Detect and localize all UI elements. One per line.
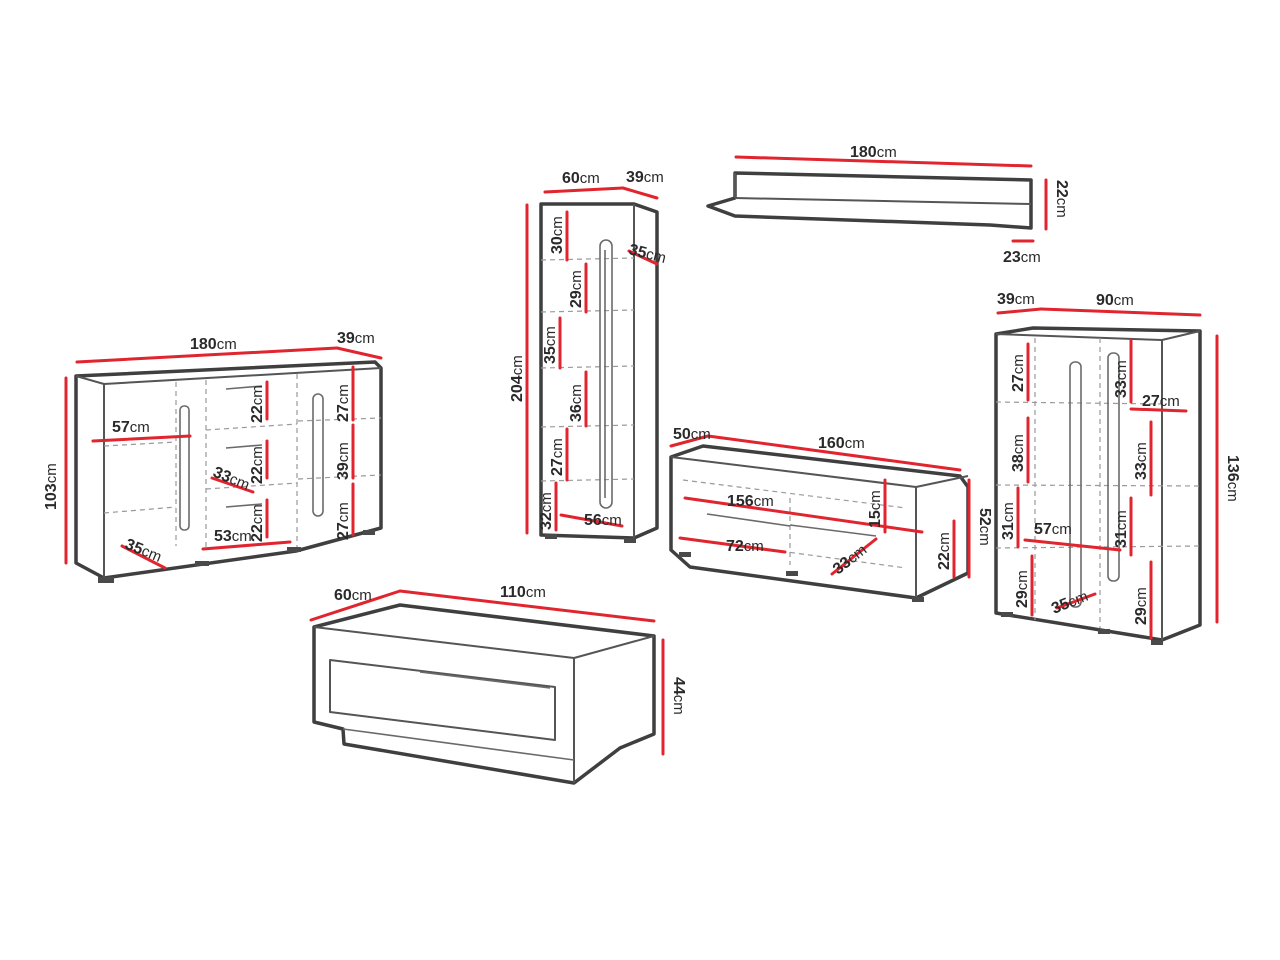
tv-unit-drawer-width-label: 72cm xyxy=(726,538,764,555)
tv-unit-inner-width-label: 156cm xyxy=(727,493,774,510)
tall-cabinet-inner-width-label: 56cm xyxy=(584,512,622,529)
display-cabinet-left-2-label: 38cm xyxy=(1010,434,1027,472)
tall-cabinet: 60cm 39cm 204cm 35cm 30cm 29cm 35cm 36cm… xyxy=(509,169,668,543)
tall-cabinet-height-label: 204cm xyxy=(509,355,526,402)
display-cabinet-right-2-label: 33cm xyxy=(1133,442,1150,480)
display-cabinet-right-1-label: 33cm xyxy=(1113,360,1130,398)
sideboard-drawer-3-label: 22cm xyxy=(249,504,266,542)
display-cabinet: 39cm 90cm 136cm 27cm 38cm 31cm 29cm 33cm… xyxy=(994,291,1241,645)
wall-shelf: 180cm 22cm 23cm xyxy=(706,144,1070,266)
tv-unit-top-opening-label: 15cm xyxy=(867,490,884,528)
sideboard-drawer-depth-label: 33cm xyxy=(211,464,252,494)
tv-unit-depth-label: 50cm xyxy=(673,426,711,443)
sideboard-drawer-1-label: 22cm xyxy=(249,385,266,423)
sideboard-door-depth-label: 35cm xyxy=(123,536,164,566)
sideboard-height-label: 103cm xyxy=(43,463,60,510)
tv-unit-height-label: 52cm xyxy=(976,508,993,546)
tall-cabinet-width-label: 60cm xyxy=(562,170,600,187)
sideboard-right-bottom-label: 27cm xyxy=(335,502,352,540)
display-cabinet-left-1-label: 27cm xyxy=(1010,354,1027,392)
sideboard-drawer-width-label: 53cm xyxy=(214,528,252,545)
tall-cabinet-shelf-5-label: 27cm xyxy=(549,438,566,476)
coffee-table-height-label: 44cm xyxy=(670,677,687,715)
display-cabinet-width-label: 90cm xyxy=(1096,292,1134,309)
sideboard-right-top-label: 27cm xyxy=(335,384,352,422)
tall-cabinet-shelf-1-label: 30cm xyxy=(549,216,566,254)
display-cabinet-left-4-label: 29cm xyxy=(1014,570,1031,608)
tall-cabinet-shelf-depth-label: 35cm xyxy=(627,241,668,267)
sideboard-inner-width-label: 57cm xyxy=(112,419,150,436)
tall-cabinet-shelf-4-label: 36cm xyxy=(568,384,585,422)
tall-cabinet-depth-label: 39cm xyxy=(626,169,664,186)
display-cabinet-left-3-label: 31cm xyxy=(1000,502,1017,540)
wall-shelf-depth-label: 23cm xyxy=(1003,249,1041,266)
display-cabinet-depth-label: 39cm xyxy=(997,291,1035,308)
display-cabinet-right-4-label: 29cm xyxy=(1133,587,1150,625)
tv-unit-width-label: 160cm xyxy=(818,435,865,452)
display-cabinet-right-3-label: 31cm xyxy=(1113,510,1130,548)
sideboard-drawer-2-label: 22cm xyxy=(249,446,266,484)
tall-cabinet-shelf-2-label: 29cm xyxy=(568,270,585,308)
wall-shelf-width-label: 180cm xyxy=(850,144,897,161)
coffee-table-width-label: 110cm xyxy=(500,584,546,601)
coffee-table-depth-label: 60cm xyxy=(334,587,372,604)
display-cabinet-inner-width-label: 57cm xyxy=(1034,521,1072,538)
sideboard-right-mid-label: 39cm xyxy=(335,442,352,480)
tall-cabinet-shelf-3-label: 35cm xyxy=(542,326,559,364)
coffee-table: 60cm 110cm 44cm xyxy=(309,584,687,785)
sideboard: 180cm 39cm 103cm 57cm 35cm 53cm 33cm 22c… xyxy=(43,330,383,583)
display-cabinet-shelf-depth-label: 27cm xyxy=(1142,393,1180,410)
sideboard-width-label: 180cm xyxy=(190,336,237,353)
display-cabinet-door-depth-label: 35cm xyxy=(1049,588,1090,618)
tall-cabinet-shelf-6-label: 32cm xyxy=(538,492,555,530)
tv-unit: 50cm 160cm 52cm 156cm 15cm 72cm 33cm 22c… xyxy=(669,426,993,602)
sideboard-depth-label: 39cm xyxy=(337,330,375,347)
wall-shelf-height-label: 22cm xyxy=(1053,180,1070,218)
display-cabinet-height-label: 136cm xyxy=(1224,455,1241,502)
tv-unit-drawer-height-label: 22cm xyxy=(936,532,953,570)
